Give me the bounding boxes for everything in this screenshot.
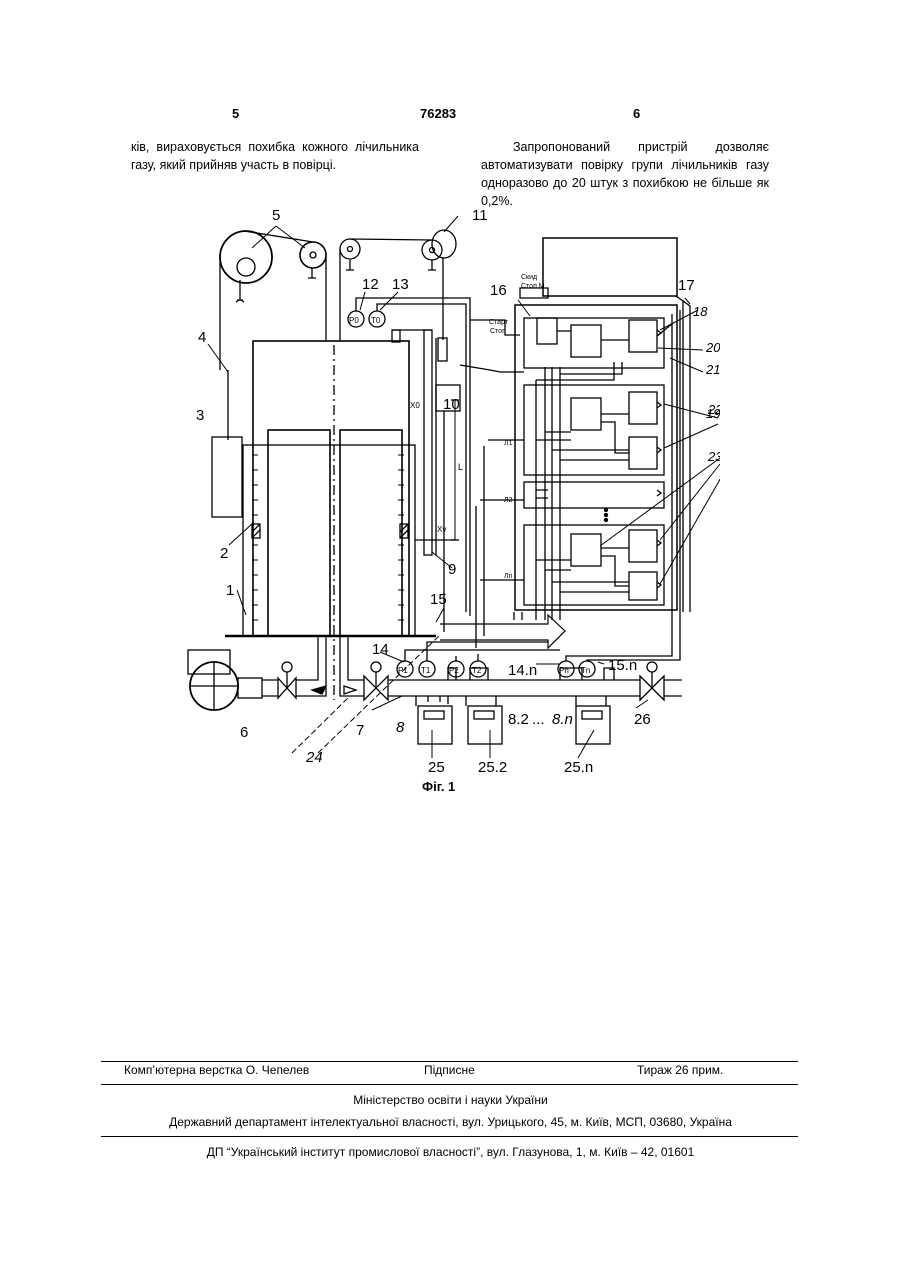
label-l2: Л2 bbox=[504, 497, 513, 504]
page-number-left: 5 bbox=[232, 106, 239, 121]
label-17: 17 bbox=[678, 277, 695, 294]
label-3: 3 bbox=[196, 407, 204, 424]
label-l1: Л1 bbox=[504, 440, 513, 447]
label-15-n: 15.n bbox=[608, 657, 637, 674]
label-5: 5 bbox=[272, 207, 280, 224]
footer-rule-top bbox=[101, 1061, 798, 1062]
figure-caption: Фіг. 1 bbox=[422, 779, 455, 794]
footer-rule-middle bbox=[101, 1084, 798, 1085]
footer-circulation: Тираж 26 прим. bbox=[637, 1063, 723, 1077]
label-ellipsis: ... bbox=[532, 711, 545, 728]
label-4: 4 bbox=[198, 329, 206, 346]
footer-department: Державний департамент інтелектуальної вл… bbox=[0, 1115, 901, 1129]
label-skid: Скид bbox=[521, 274, 537, 281]
label-p2: P2 bbox=[449, 666, 459, 675]
footer-institute: ДП “Український інститут промислової вла… bbox=[0, 1145, 901, 1159]
label-18: 18 bbox=[693, 304, 708, 319]
label-23: 23 bbox=[707, 449, 720, 464]
label-start: Старт bbox=[489, 319, 509, 326]
patent-figure: 5 4 3 2 1 6 7 8 25 25.2 25.n 8.2 ... 8.n… bbox=[160, 198, 720, 778]
footer-signed: Підписне bbox=[424, 1063, 475, 1077]
label-25-2: 25.2 bbox=[478, 759, 507, 776]
label-t1: T1 bbox=[421, 666, 431, 675]
label-2: 2 bbox=[220, 545, 228, 562]
label-7: 7 bbox=[356, 722, 364, 739]
label-12: 12 bbox=[362, 276, 379, 293]
footer-ministry: Міністерство освіти і науки України bbox=[0, 1093, 901, 1107]
label-15: 15 bbox=[430, 591, 447, 608]
label-9: 9 bbox=[448, 561, 456, 578]
label-26: 26 bbox=[634, 711, 651, 728]
label-stop: Стоп bbox=[490, 328, 506, 335]
label-p1: P1 bbox=[398, 666, 408, 675]
label-8-n: 8.n bbox=[552, 711, 573, 728]
left-column-text: ків, вираховується похибка кожного лічил… bbox=[131, 138, 419, 174]
label-tn: Tn bbox=[581, 666, 590, 675]
label-8-2: 8.2 bbox=[508, 711, 529, 728]
label-25: 25 bbox=[428, 759, 445, 776]
label-p0: P0 bbox=[349, 316, 359, 325]
label-8: 8 bbox=[396, 719, 405, 736]
label-xv: Xv bbox=[437, 525, 446, 534]
label-24: 24 bbox=[305, 749, 323, 766]
label-t2: T2 bbox=[472, 666, 482, 675]
footer-rule-bottom bbox=[101, 1136, 798, 1137]
page-number-right: 6 bbox=[633, 106, 640, 121]
label-1: 1 bbox=[226, 582, 234, 599]
label-pn: Pn bbox=[559, 666, 569, 675]
label-x0: X0 bbox=[410, 401, 420, 410]
label-t0: T0 bbox=[371, 316, 381, 325]
label-ln: Лn bbox=[504, 573, 513, 580]
footer-layout: Комп’ютерна верстка О. Чепелев bbox=[124, 1063, 309, 1077]
label-16: 16 bbox=[490, 282, 507, 299]
label-14-n: 14.n bbox=[508, 662, 537, 679]
label-20: 20 bbox=[705, 340, 720, 355]
patent-number: 76283 bbox=[420, 106, 456, 121]
label-13: 13 bbox=[392, 276, 409, 293]
label-6: 6 bbox=[240, 724, 248, 741]
label-L: L bbox=[458, 462, 463, 472]
label-14: 14 bbox=[372, 641, 389, 658]
label-22: 22 bbox=[707, 402, 720, 417]
label-10: 10 bbox=[443, 396, 460, 413]
label-11: 11 bbox=[472, 207, 488, 224]
label-stop-m: Стоп М bbox=[521, 283, 545, 290]
label-21: 21 bbox=[705, 362, 720, 377]
label-25-n: 25.n bbox=[564, 759, 593, 776]
